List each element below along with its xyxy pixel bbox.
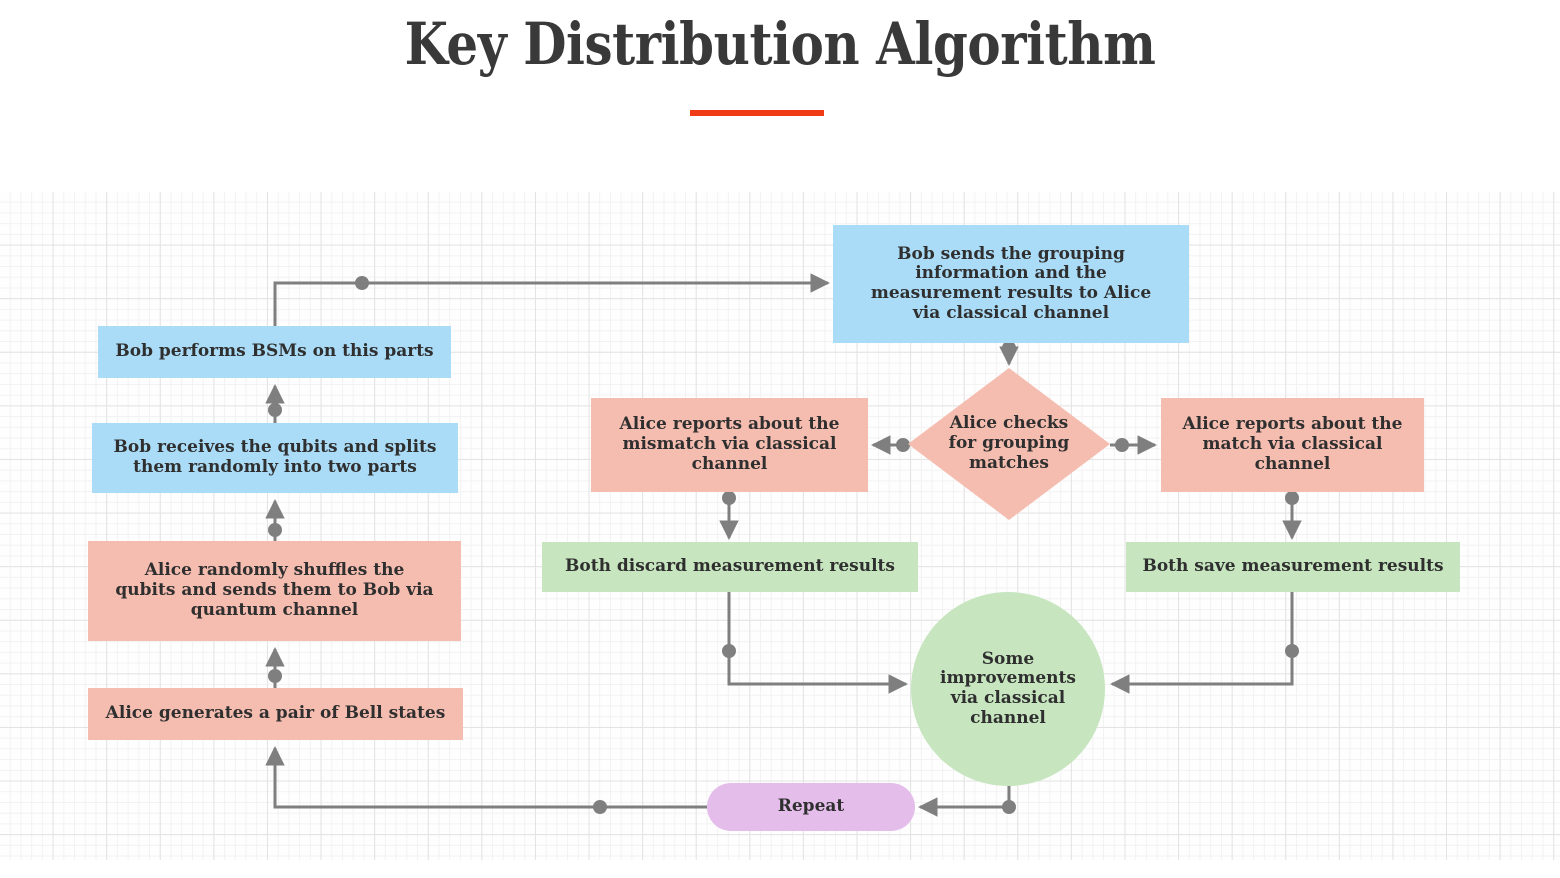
node-label: Both discard measurement results (565, 556, 895, 577)
node-label: Bob receives the qubits and splits them … (113, 437, 437, 477)
node-both-save-results[interactable]: Both save measurement results (1126, 542, 1460, 592)
header: Key Distribution Algorithm (0, 0, 1560, 192)
node-both-discard-results[interactable]: Both discard measurement results (542, 542, 918, 592)
node-alice-reports-match[interactable]: Alice reports about the match via classi… (1161, 398, 1424, 492)
node-label: Alice checks for grouping matches (948, 413, 1070, 473)
node-bob-sends-grouping[interactable]: Bob sends the grouping information and t… (833, 225, 1189, 343)
node-alice-reports-mismatch[interactable]: Alice reports about the mismatch via cla… (591, 398, 868, 492)
node-label: Alice reports about the mismatch via cla… (619, 414, 840, 474)
page-title: Key Distribution Algorithm (404, 10, 1156, 78)
node-bob-performs-bsms[interactable]: Bob performs BSMs on this parts (98, 326, 451, 378)
node-label: Bob performs BSMs on this parts (115, 341, 434, 362)
node-label: Some improvements via classical channel (940, 648, 1076, 728)
node-label: Alice randomly shuffles the qubits and s… (115, 560, 434, 620)
node-label: Both save measurement results (1142, 556, 1444, 577)
grid-background (0, 192, 1560, 860)
node-some-improvements[interactable]: Some improvements via classical channel (911, 592, 1105, 786)
node-bob-receives-qubits[interactable]: Bob receives the qubits and splits them … (92, 423, 458, 493)
node-repeat[interactable]: Repeat (707, 783, 915, 831)
node-label: Alice generates a pair of Bell states (105, 703, 446, 724)
title-underline-rule (690, 110, 824, 116)
node-label: Repeat (777, 796, 845, 817)
node-alice-generates-bell[interactable]: Alice generates a pair of Bell states (88, 688, 463, 740)
node-label: Alice reports about the match via classi… (1182, 414, 1403, 474)
node-alice-shuffles-qubits[interactable]: Alice randomly shuffles the qubits and s… (88, 541, 461, 641)
node-alice-checks-grouping[interactable]: Alice checks for grouping matches (908, 368, 1110, 520)
node-label: Bob sends the grouping information and t… (870, 243, 1152, 323)
